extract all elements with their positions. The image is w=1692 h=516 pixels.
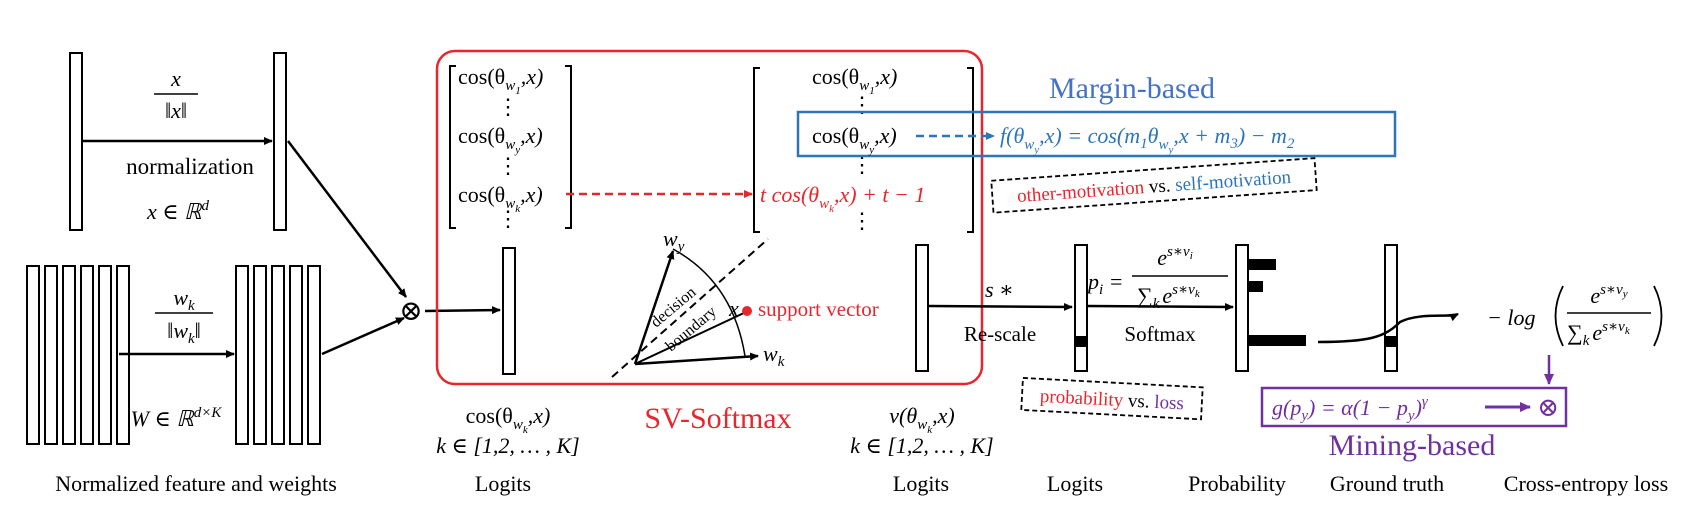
left-matrix-dots1: ⋮ <box>497 94 519 119</box>
probability-loss-text: probability vs. loss <box>1039 386 1184 415</box>
caption-logits-a: Logits <box>475 471 531 496</box>
softmax-arrow <box>1086 302 1234 311</box>
right-logit-label: v(θwk,x) <box>889 403 954 436</box>
logits-bar-scaled <box>1074 244 1088 372</box>
wk-label: wk <box>763 341 785 370</box>
left-matrix-dots2: ⋮ <box>497 153 519 178</box>
weight-normalization: wk ‖wk‖ W ∈ ℝd×K <box>26 265 405 445</box>
left-logit-range: k ∈ [1,2, … , K] <box>436 433 579 458</box>
probability-loss-box <box>1020 376 1204 421</box>
prob-mark-2 <box>1248 281 1263 292</box>
x-label: x <box>728 296 739 321</box>
svg-text:∑kes∗vk: ∑kes∗vk <box>1137 282 1201 312</box>
wk-norm-denominator: ‖wk‖ <box>167 318 201 347</box>
prob-mark-1 <box>1248 259 1276 270</box>
left-logit-matrix: cos(θw1,x) ⋮ cos(θwy,x) ⋮ cos(θwk,x) ⋮ <box>449 64 572 231</box>
left-matrix-row1: cos(θw1,x) <box>458 64 543 97</box>
mining-formula: g(py) = α(1 − py)γ <box>1272 394 1429 424</box>
rescale-arrow <box>928 302 1073 311</box>
wk-vector <box>634 352 759 366</box>
feature-space-label: x ∈ ℝd <box>146 198 209 224</box>
mining-based-title: Mining-based <box>1329 429 1496 462</box>
svg-text:es∗vy: es∗vy <box>1590 282 1627 308</box>
decision-boundary <box>611 238 769 378</box>
margin-based-title: Margin-based <box>1049 72 1215 105</box>
gt-to-loss-arrow <box>1317 312 1459 344</box>
motivation-note: other-motivation vs. self-motivation <box>990 157 1318 214</box>
softmax-label: Softmax <box>1124 322 1196 346</box>
logits-bar-sv <box>915 244 929 372</box>
wk-norm-numerator: wk <box>173 285 195 314</box>
caption-probability: Probability <box>1188 471 1286 496</box>
wy-label: wy <box>663 226 685 255</box>
right-matrix-dots2: ⋮ <box>851 152 873 177</box>
support-vector-label: support vector <box>758 297 879 321</box>
probability-bar <box>1235 244 1306 372</box>
support-vector-geometry: wy wk x support vector decision boundary <box>611 226 879 378</box>
unit-arc <box>672 248 746 357</box>
svg-text:pi =: pi = <box>1086 269 1124 298</box>
x-norm-numerator: x <box>170 66 181 91</box>
tensor-product-symbol: ⊗ <box>399 296 422 327</box>
weights-to-product-arrow <box>321 316 405 356</box>
left-logit-label: cos(θwk,x) <box>466 403 551 436</box>
feature-to-product-arrow <box>287 140 407 298</box>
caption-normalized: Normalized feature and weights <box>55 471 337 496</box>
svg-text:es∗vi: es∗vi <box>1157 244 1193 270</box>
x-vector <box>634 311 747 365</box>
left-matrix-row2: cos(θwy,x) <box>458 123 543 156</box>
caption-logits-c: Logits <box>1047 471 1103 496</box>
mining-product-symbol: ⊗ <box>1537 393 1559 422</box>
prob-mark-3 <box>1248 335 1306 346</box>
feature-normalization: x ‖x‖ normalization x ∈ ℝd <box>69 52 407 298</box>
rescale-factor: s ∗ <box>985 277 1014 302</box>
normalization-label: normalization <box>126 154 254 179</box>
right-matrix-row1: cos(θw1,x) <box>812 64 897 97</box>
weight-bars-normalized <box>235 265 321 445</box>
probability-loss-note: probability vs. loss <box>1020 376 1204 421</box>
svg-text:∑kes∗vk: ∑kes∗vk <box>1567 319 1631 349</box>
margin-based-box <box>796 110 1397 158</box>
left-matrix-row3: cos(θwk,x) <box>458 182 543 215</box>
wy-vector <box>633 250 675 365</box>
margin-formula: f(θwy,x) = cos(m1θwy,x + m3) − m2 <box>1000 123 1295 156</box>
feature-bar-normalized <box>273 52 287 231</box>
feature-bar-input <box>69 52 83 231</box>
mining-based-box <box>1260 386 1568 428</box>
sv-softmax-title: SV-Softmax <box>644 402 791 435</box>
right-matrix-row3: t cos(θwk,x) + t − 1 <box>760 182 925 215</box>
rescale-label: Re-scale <box>964 322 1036 346</box>
left-matrix-dots3: ⋮ <box>497 206 519 231</box>
bottom-captions: Normalized feature and weights Logits Lo… <box>55 471 1668 496</box>
caption-ce-loss: Cross-entropy loss <box>1504 471 1668 496</box>
weight-space-label: W ∈ ℝd×K <box>131 405 223 431</box>
right-logit-matrix: cos(θw1,x) ⋮ ⋮ t cos(θwk,x) + t − 1 ⋮ <box>753 64 974 233</box>
x-norm-denominator: ‖x‖ <box>165 98 187 123</box>
right-matrix-row2: cos(θwy,x) <box>812 123 897 156</box>
svg-text:− log: − log <box>1487 305 1535 330</box>
weight-bars-raw <box>26 265 130 445</box>
caption-ground-truth: Ground truth <box>1330 471 1444 496</box>
ground-truth-bar <box>1384 244 1398 372</box>
motivation-note-box <box>990 157 1318 214</box>
right-matrix-dots3: ⋮ <box>851 208 873 233</box>
right-logit-range: k ∈ [1,2, … , K] <box>850 433 993 458</box>
logits-bar-original <box>502 247 516 375</box>
support-vector-dot <box>742 306 752 316</box>
caption-logits-b: Logits <box>893 471 949 496</box>
sv-softmax-box <box>435 49 984 386</box>
